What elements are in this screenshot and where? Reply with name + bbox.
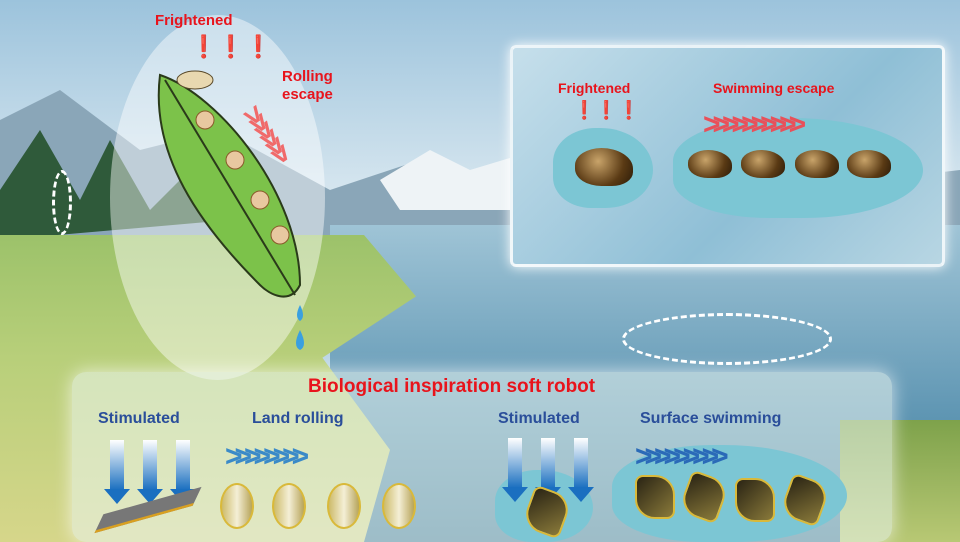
rolling-robot-tube [220,483,254,529]
stimulus-arrow [502,438,528,502]
surface-swimming-label: Surface swimming [640,410,782,427]
beetle-location-marker [622,313,832,365]
swimming-robot [735,478,775,522]
frightened-label-leaf: Frightened [155,12,233,29]
stimulus-arrow [137,440,163,504]
land-rolling-label: Land rolling [252,410,344,427]
rolling-robot-tube [327,483,361,529]
beetle-swimming [795,150,839,178]
alarm-marks-icon: ❗❗❗ [190,34,273,59]
swimming-robot [635,475,675,519]
stimulus-arrow [104,440,130,504]
water-beetle-inset: Frightened ❗❗❗ Swimming escape >>>>>>>>>… [510,45,945,267]
beetle-swimming [847,150,891,178]
stimulus-arrow [568,438,594,502]
beetle-frightened [575,148,633,186]
swimming-escape-chevrons: >>>>>>>>>> [703,108,806,141]
alarm-marks-icon: ❗❗❗ [573,100,641,120]
panel-title: Biological inspiration soft robot [308,376,596,397]
frightened-label-water: Frightened [558,80,631,96]
beetle-swimming [688,150,732,178]
rolling-robot-tube [382,483,416,529]
stimulus-arrow [170,440,196,504]
stimulus-arrow [535,438,561,502]
rolling-escape-label: Rolling escape [282,68,333,103]
swimming-chevrons: >>>>>>>>> [635,440,729,473]
swimming-escape-label: Swimming escape [713,80,835,96]
stimulated-water-label: Stimulated [498,410,580,427]
beetle-swimming [741,150,785,178]
land-rolling-chevrons: >>>>>>>> [225,440,309,473]
leaf-illustration [157,70,304,350]
stimulated-land-label: Stimulated [98,410,180,427]
insect-location-marker [52,170,72,235]
rolling-robot-tube [272,483,306,529]
